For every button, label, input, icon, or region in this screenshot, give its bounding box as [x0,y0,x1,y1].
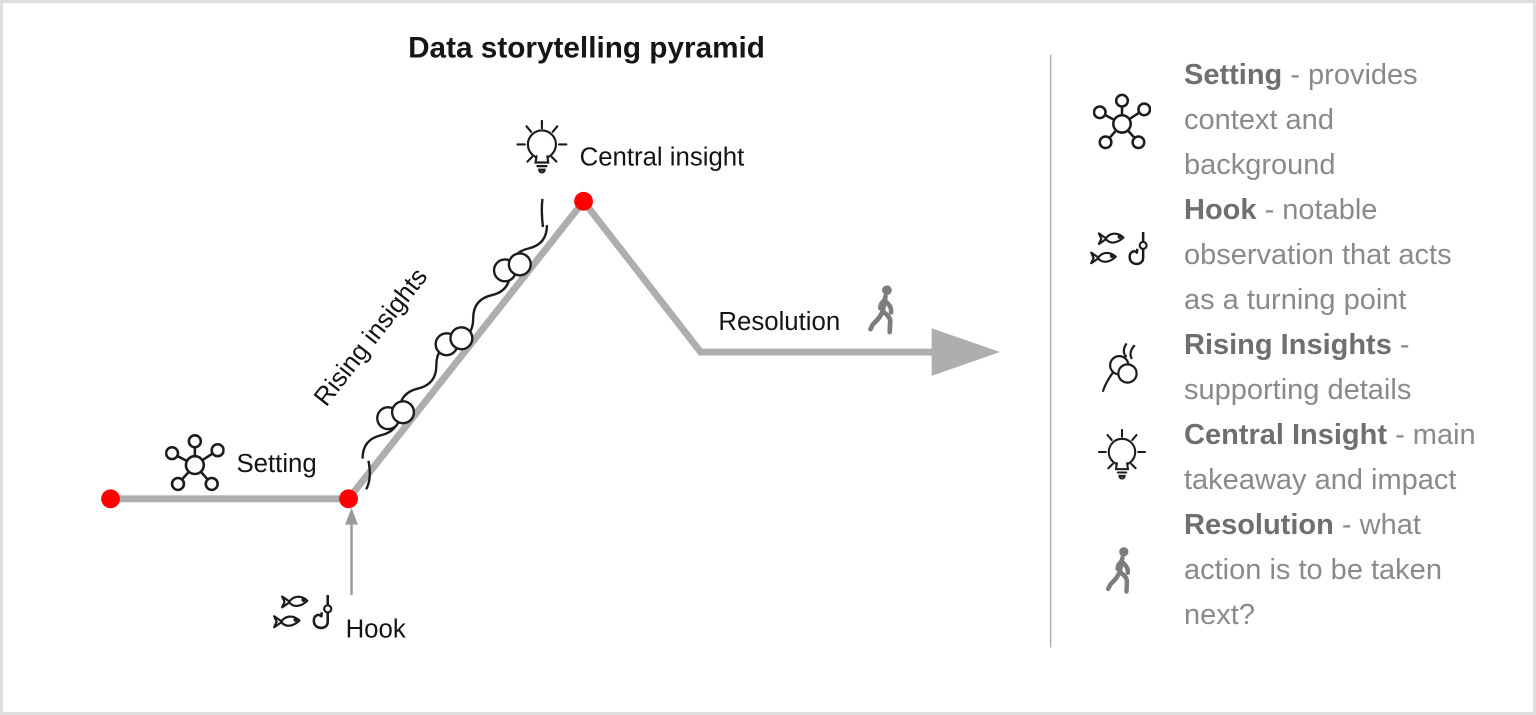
walking-person-icon [1059,546,1184,596]
legend-item-text: Hook - notable observation that acts as … [1184,188,1489,323]
resolution-arrowhead [931,328,1001,376]
legend-desc: - what action is to be taken next? [1184,509,1442,631]
network-icon [1059,92,1184,150]
legend-item-resolution: Resolution - what action is to be taken … [1059,503,1519,638]
network-icon [165,434,225,492]
walking-person-icon [870,285,891,332]
legend-item-setting: Setting - provides context and backgroun… [1059,53,1519,188]
lightbulb-icon [1059,429,1184,487]
legend-item-text: Setting - provides context and backgroun… [1184,53,1489,188]
legend-desc: - provides context and background [1184,59,1418,181]
knotted-rope-icon [361,198,549,490]
central-insight-label: Central insight [580,144,745,172]
resolution-label: Resolution [718,308,840,336]
legend-term: Resolution [1184,509,1334,541]
legend-term: Hook [1184,194,1257,226]
legend-item-text: Rising Insights - supporting details [1184,323,1489,413]
legend-item-rising-insights: Rising Insights - supporting details [1059,323,1519,413]
legend-item-central-insight: Central Insight - main takeaway and impa… [1059,413,1519,503]
legend-term: Central Insight [1184,419,1388,451]
fish-hook-icon [272,593,333,630]
legend-item-hook: Hook - notable observation that acts as … [1059,188,1519,323]
legend-term: Rising Insights [1184,329,1392,361]
legend-desc: - main takeaway and impact [1184,419,1476,496]
legend-item-text: Resolution - what action is to be taken … [1184,503,1489,638]
legend-item-text: Central Insight - main takeaway and impa… [1184,413,1489,503]
legend: Setting - provides context and backgroun… [1059,53,1519,638]
page-title: Data storytelling pyramid [408,32,765,65]
lightbulb-icon [516,120,568,174]
legend-desc: - supporting details [1184,329,1412,406]
story-arc-diagram: Data storytelling pyramid [101,32,1052,648]
hook-pointer-arrowhead [345,507,358,525]
fish-hook-icon [1059,231,1184,281]
hook-node [339,489,358,509]
knot-icon [1059,341,1184,395]
story-arc-line [110,195,939,503]
legend-desc: - notable observation that acts as a tur… [1184,194,1452,316]
hook-label: Hook [346,616,406,644]
start-node [101,489,120,509]
legend-term: Setting [1184,59,1283,91]
central-insight-node [574,191,593,211]
setting-label: Setting [236,450,316,478]
